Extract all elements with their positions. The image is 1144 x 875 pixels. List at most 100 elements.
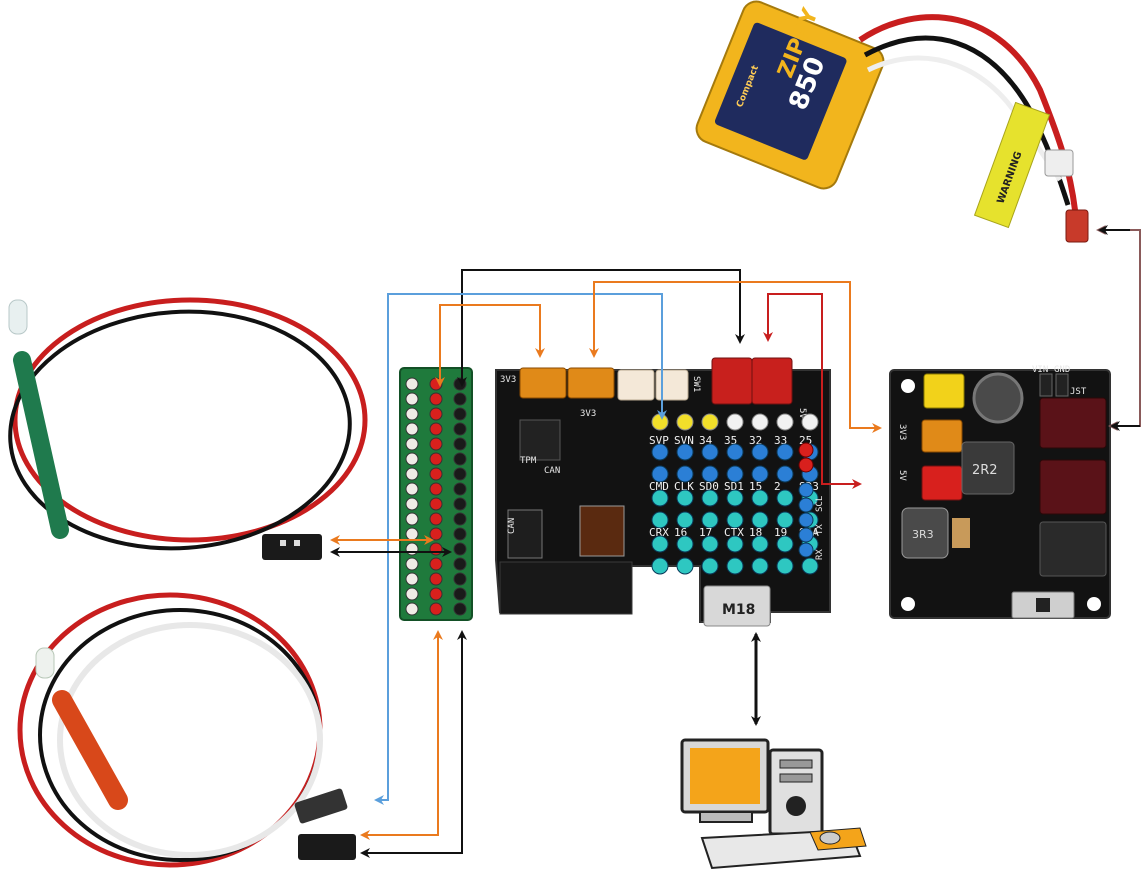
side-pin[interactable] — [798, 482, 814, 498]
breakout-pin[interactable] — [405, 437, 419, 451]
breakout-pin[interactable] — [453, 422, 467, 436]
header-pin[interactable] — [726, 443, 744, 461]
breakout-pin[interactable] — [405, 497, 419, 511]
breakout-pin[interactable] — [453, 587, 467, 601]
header-pin[interactable] — [776, 535, 794, 553]
header-pin[interactable] — [701, 465, 719, 483]
header-pin[interactable] — [701, 557, 719, 575]
header-pin[interactable] — [651, 443, 669, 461]
breakout-pin[interactable] — [429, 602, 443, 616]
header-pin[interactable] — [676, 443, 694, 461]
breakout-pin[interactable] — [429, 542, 443, 556]
breakout-pin[interactable] — [405, 467, 419, 481]
breakout-pin[interactable] — [453, 512, 467, 526]
header-pin[interactable] — [676, 511, 694, 529]
header-pin[interactable] — [701, 489, 719, 507]
header-pin[interactable] — [751, 511, 769, 529]
breakout-pin[interactable] — [453, 467, 467, 481]
upper-pin[interactable] — [701, 413, 719, 431]
header-pin[interactable] — [651, 535, 669, 553]
breakout-pin[interactable] — [405, 527, 419, 541]
upper-pin[interactable] — [651, 413, 669, 431]
header-pin[interactable] — [651, 557, 669, 575]
header-pin-label: 2 — [774, 480, 781, 493]
upper-pin[interactable] — [726, 413, 744, 431]
breakout-pin[interactable] — [429, 437, 443, 451]
header-pin[interactable] — [676, 489, 694, 507]
silk-3v3-top: 3V3 — [500, 375, 516, 385]
breakout-pin[interactable] — [453, 572, 467, 586]
breakout-pin[interactable] — [453, 407, 467, 421]
breakout-pin[interactable] — [429, 422, 443, 436]
jst-connector-white-1 — [617, 369, 655, 401]
side-pin[interactable] — [798, 512, 814, 528]
upper-pin[interactable] — [776, 413, 794, 431]
power-connector-pb-3 — [1039, 521, 1107, 577]
header-pin[interactable] — [726, 557, 744, 575]
breakout-pin[interactable] — [453, 377, 467, 391]
breakout-pin[interactable] — [453, 452, 467, 466]
header-pin[interactable] — [751, 557, 769, 575]
breakout-pin[interactable] — [429, 512, 443, 526]
header-pin[interactable] — [651, 489, 669, 507]
breakout-pin[interactable] — [405, 377, 419, 391]
breakout-pin[interactable] — [429, 557, 443, 571]
breakout-pin[interactable] — [453, 497, 467, 511]
header-pin[interactable] — [776, 489, 794, 507]
breakout-pin[interactable] — [453, 392, 467, 406]
header-pin[interactable] — [726, 465, 744, 483]
header-pin[interactable] — [701, 535, 719, 553]
breakout-pin[interactable] — [429, 482, 443, 496]
header-pin[interactable] — [776, 557, 794, 575]
breakout-pin[interactable] — [429, 467, 443, 481]
header-pin[interactable] — [751, 443, 769, 461]
side-pin-red[interactable] — [798, 457, 814, 473]
breakout-pin[interactable] — [429, 587, 443, 601]
breakout-pin[interactable] — [453, 557, 467, 571]
header-pin[interactable] — [701, 443, 719, 461]
breakout-pin[interactable] — [405, 452, 419, 466]
header-pin[interactable] — [676, 557, 694, 575]
side-pin[interactable] — [798, 497, 814, 513]
header-pin[interactable] — [726, 489, 744, 507]
header-pin[interactable] — [751, 535, 769, 553]
breakout-pin[interactable] — [453, 602, 467, 616]
breakout-pin[interactable] — [453, 482, 467, 496]
breakout-pin[interactable] — [405, 422, 419, 436]
breakout-pin[interactable] — [405, 542, 419, 556]
breakout-pin[interactable] — [405, 557, 419, 571]
upper-pin[interactable] — [751, 413, 769, 431]
wire-orange-top — [435, 304, 545, 387]
header-pin[interactable] — [726, 535, 744, 553]
breakout-pin[interactable] — [429, 572, 443, 586]
header-pin[interactable] — [801, 557, 819, 575]
breakout-pin[interactable] — [405, 482, 419, 496]
side-pin[interactable] — [798, 542, 814, 558]
breakout-pin[interactable] — [453, 437, 467, 451]
breakout-pin[interactable] — [429, 392, 443, 406]
breakout-pin[interactable] — [405, 587, 419, 601]
header-pin[interactable] — [776, 511, 794, 529]
header-pin[interactable] — [701, 511, 719, 529]
breakout-pin[interactable] — [405, 392, 419, 406]
header-pin[interactable] — [751, 489, 769, 507]
breakout-pin[interactable] — [405, 602, 419, 616]
header-pin[interactable] — [676, 535, 694, 553]
breakout-pin[interactable] — [429, 497, 443, 511]
breakout-pin[interactable] — [453, 527, 467, 541]
breakout-pin[interactable] — [429, 407, 443, 421]
side-pin[interactable] — [798, 527, 814, 543]
header-pin[interactable] — [776, 443, 794, 461]
breakout-pin[interactable] — [405, 512, 419, 526]
upper-pin[interactable] — [676, 413, 694, 431]
header-pin[interactable] — [726, 511, 744, 529]
header-pin[interactable] — [676, 465, 694, 483]
breakout-pin[interactable] — [405, 407, 419, 421]
upper-pin[interactable] — [801, 413, 819, 431]
breakout-pin[interactable] — [429, 527, 443, 541]
side-pin-red[interactable] — [798, 442, 814, 458]
breakout-pin[interactable] — [405, 572, 419, 586]
breakout-pin[interactable] — [429, 452, 443, 466]
breakout-pin[interactable] — [453, 542, 467, 556]
side-label-scl: SCL — [815, 496, 825, 512]
